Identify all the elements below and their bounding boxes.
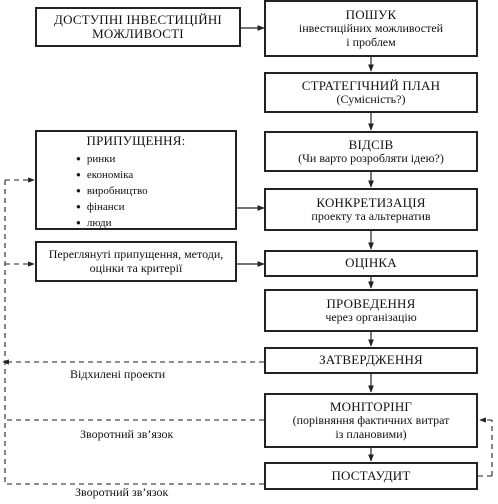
screening-box: ВІДСІВ (Чи варто розробляти ідею?) — [264, 131, 478, 172]
assumptions-box: ПРИПУЩЕННЯ: ринки економіка виробництво … — [35, 130, 237, 230]
specification-title: КОНКРЕТИЗАЦІЯ — [316, 194, 426, 210]
available-opportunities-title: ДОСТУПНІ ІНВЕСТИЦІЙНІ МОЖЛИВОСТІ — [54, 11, 222, 41]
assumption-item: ринки — [76, 151, 196, 167]
specification-subtitle: проекту та альтернатив — [311, 209, 431, 224]
monitoring-box: МОНІТОРІНГ (порівняння фактичних витрат … — [264, 393, 478, 448]
strategic-plan-subtitle: (Сумісність?) — [336, 92, 406, 107]
monitoring-subtitle: (порівняння фактичних витрат із плановим… — [292, 413, 450, 441]
evaluation-box: ОЦІНКА — [264, 250, 478, 277]
revised-assumptions-text: Переглянуті припущення, методи, оцінки т… — [48, 247, 224, 275]
strategic-plan-title: СТРАТЕГІЧНИЙ ПЛАН — [301, 77, 441, 93]
assumptions-title: ПРИПУЩЕННЯ: — [86, 133, 186, 148]
search-title: ПОШУК — [345, 7, 397, 23]
assumption-item: виробництво — [76, 183, 196, 199]
screening-title: ВІДСІВ — [348, 136, 394, 152]
implementation-subtitle: через організацію — [325, 310, 417, 325]
implementation-title: ПРОВЕДЕННЯ — [326, 295, 416, 311]
approval-title: ЗАТВЕРДЖЕННЯ — [319, 352, 423, 368]
assumption-item: люди — [76, 215, 196, 231]
implementation-box: ПРОВЕДЕННЯ через організацію — [264, 289, 478, 332]
search-box: ПОШУК інвестиційних можливостей і пробле… — [264, 0, 478, 57]
specification-box: КОНКРЕТИЗАЦІЯ проекту та альтернатив — [264, 188, 478, 231]
assumptions-list: ринки економіка виробництво фінанси люди — [76, 151, 196, 231]
monitoring-title: МОНІТОРІНГ — [329, 399, 413, 415]
approval-box: ЗАТВЕРДЖЕННЯ — [264, 347, 478, 374]
feedback-label-postaudit: Зворотний зв’язок — [75, 485, 169, 499]
revised-assumptions-box: Переглянуті припущення, методи, оцінки т… — [35, 241, 237, 282]
evaluation-title: ОЦІНКА — [345, 255, 397, 271]
feedback-label-monitoring: Зворотний зв’язок — [80, 427, 174, 441]
assumption-item: фінанси — [76, 199, 196, 215]
search-subtitle: інвестиційних можливостей і проблем — [298, 21, 444, 49]
available-opportunities-box: ДОСТУПНІ ІНВЕСТИЦІЙНІ МОЖЛИВОСТІ — [35, 7, 241, 47]
postaudit-title: ПОСТАУДИТ — [331, 467, 411, 483]
screening-subtitle: (Чи варто розробляти ідею?) — [298, 151, 444, 166]
strategic-plan-box: СТРАТЕГІЧНИЙ ПЛАН (Сумісність?) — [264, 72, 478, 113]
postaudit-box: ПОСТАУДИТ — [264, 462, 478, 490]
assumption-item: економіка — [76, 167, 196, 183]
rejected-projects-label: Відхилені проекти — [70, 367, 166, 381]
